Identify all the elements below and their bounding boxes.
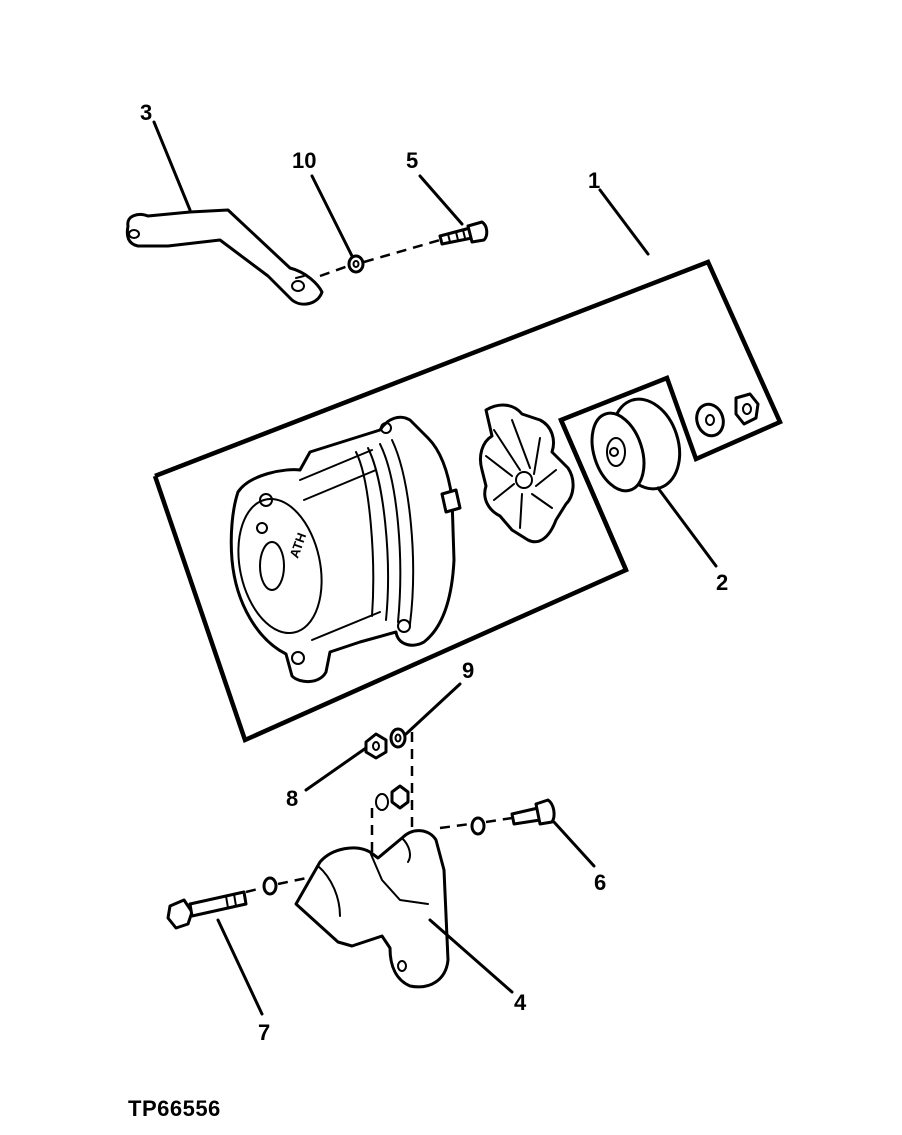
callout-5: 5 — [406, 148, 418, 173]
callout-7: 7 — [258, 1020, 270, 1045]
callout-10: 10 — [292, 148, 316, 173]
alternator: ATH — [229, 415, 462, 683]
nut-8 — [364, 732, 388, 760]
pulley-2 — [590, 397, 682, 493]
callout-6: 6 — [594, 870, 606, 895]
mounting-bracket-4 — [294, 784, 450, 989]
figure-id: TP66556 — [128, 1096, 221, 1121]
alternator-kit-outline — [152, 259, 783, 744]
washer-9 — [389, 727, 407, 749]
cap-screw-5 — [438, 220, 489, 246]
cap-screw-6 — [470, 798, 556, 836]
callout-3: 3 — [140, 100, 152, 125]
washer-10 — [347, 254, 365, 274]
callout-4: 4 — [514, 990, 527, 1015]
callout-2: 2 — [716, 570, 728, 595]
pulley-washer-and-nut — [695, 392, 760, 438]
adjusting-strap — [125, 208, 324, 306]
callout-1: 1 — [588, 168, 600, 193]
cooling-fan — [478, 403, 575, 544]
cap-screw-7 — [166, 876, 278, 930]
callout-9: 9 — [462, 658, 474, 683]
callout-8: 8 — [286, 786, 298, 811]
callout-numbers: 3 10 5 1 2 9 8 6 4 7 — [140, 100, 728, 1045]
leader-lines — [152, 120, 718, 1016]
